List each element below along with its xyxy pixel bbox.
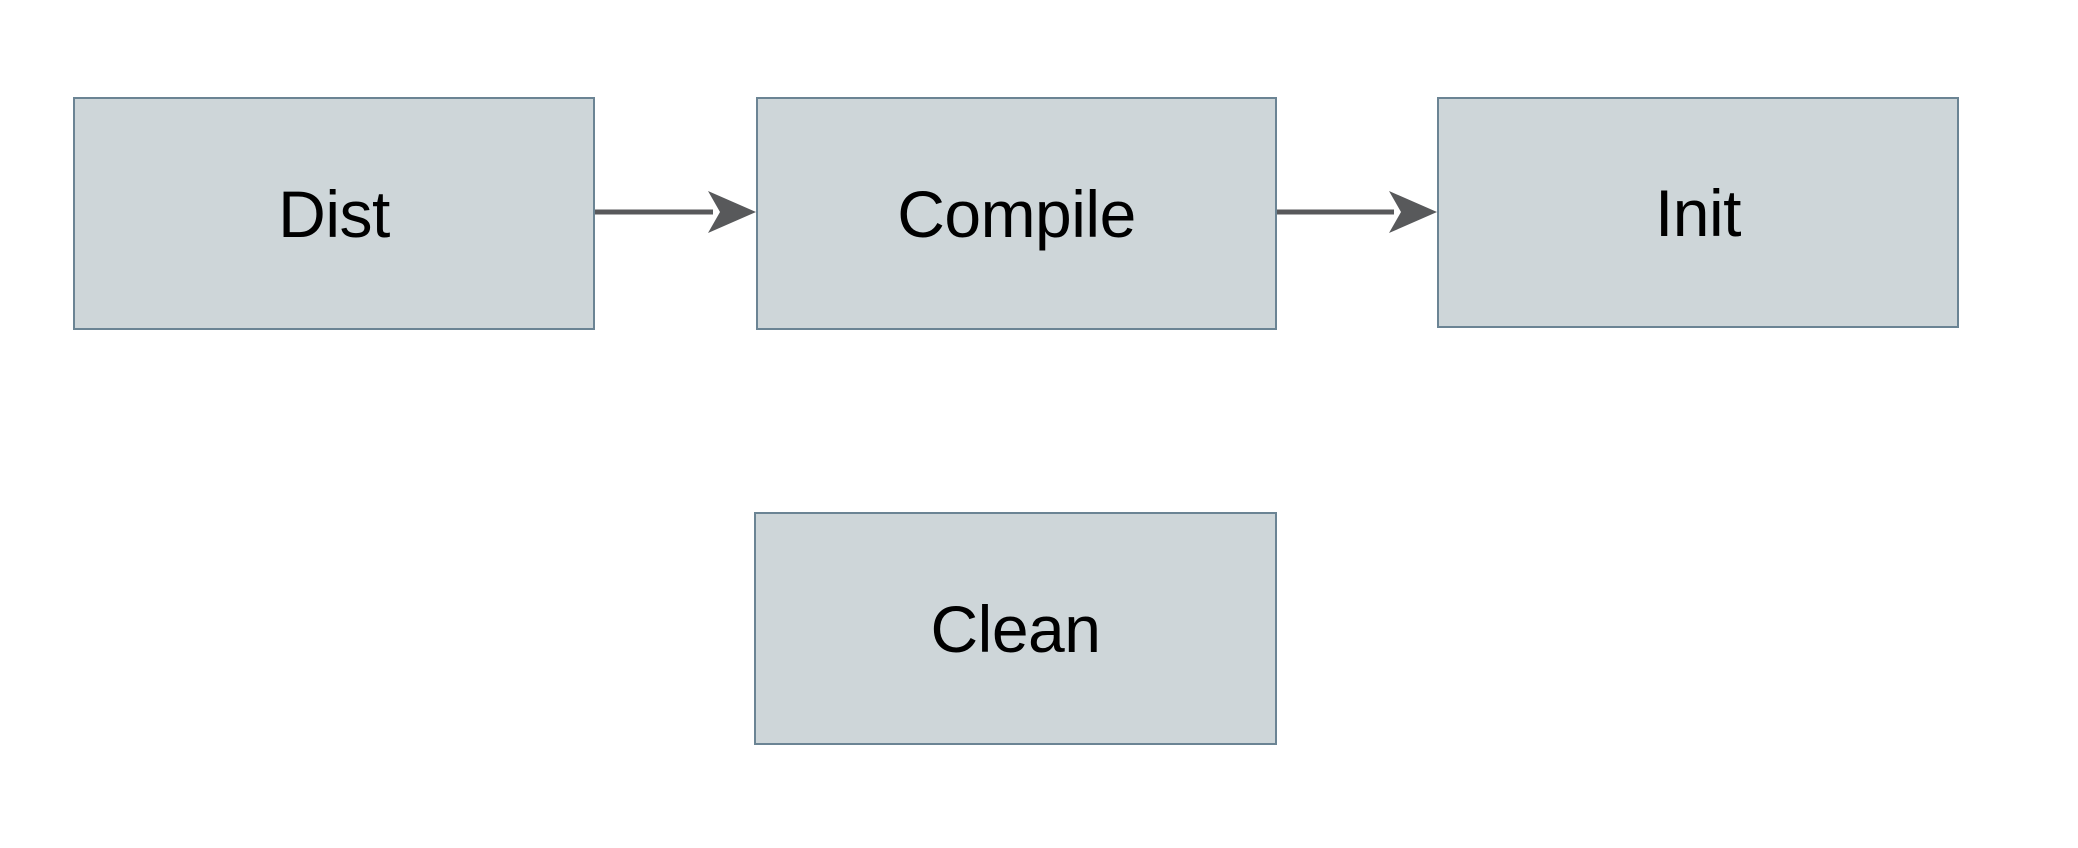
arrow-dist-to-compile xyxy=(595,191,756,233)
node-label: Compile xyxy=(897,176,1136,251)
edge-dist-to-compile[interactable] xyxy=(595,189,756,235)
edge-compile-to-init[interactable] xyxy=(1277,189,1437,235)
node-label: Dist xyxy=(278,176,390,251)
arrow-head-icon xyxy=(708,191,756,233)
node-dist[interactable]: Dist xyxy=(73,97,595,330)
arrow-compile-to-init xyxy=(1277,191,1437,233)
node-compile[interactable]: Compile xyxy=(756,97,1277,330)
node-clean[interactable]: Clean xyxy=(754,512,1277,745)
arrow-head-icon xyxy=(1389,191,1437,233)
node-init[interactable]: Init xyxy=(1437,97,1959,328)
node-label: Init xyxy=(1654,175,1742,250)
node-label: Clean xyxy=(930,591,1101,666)
